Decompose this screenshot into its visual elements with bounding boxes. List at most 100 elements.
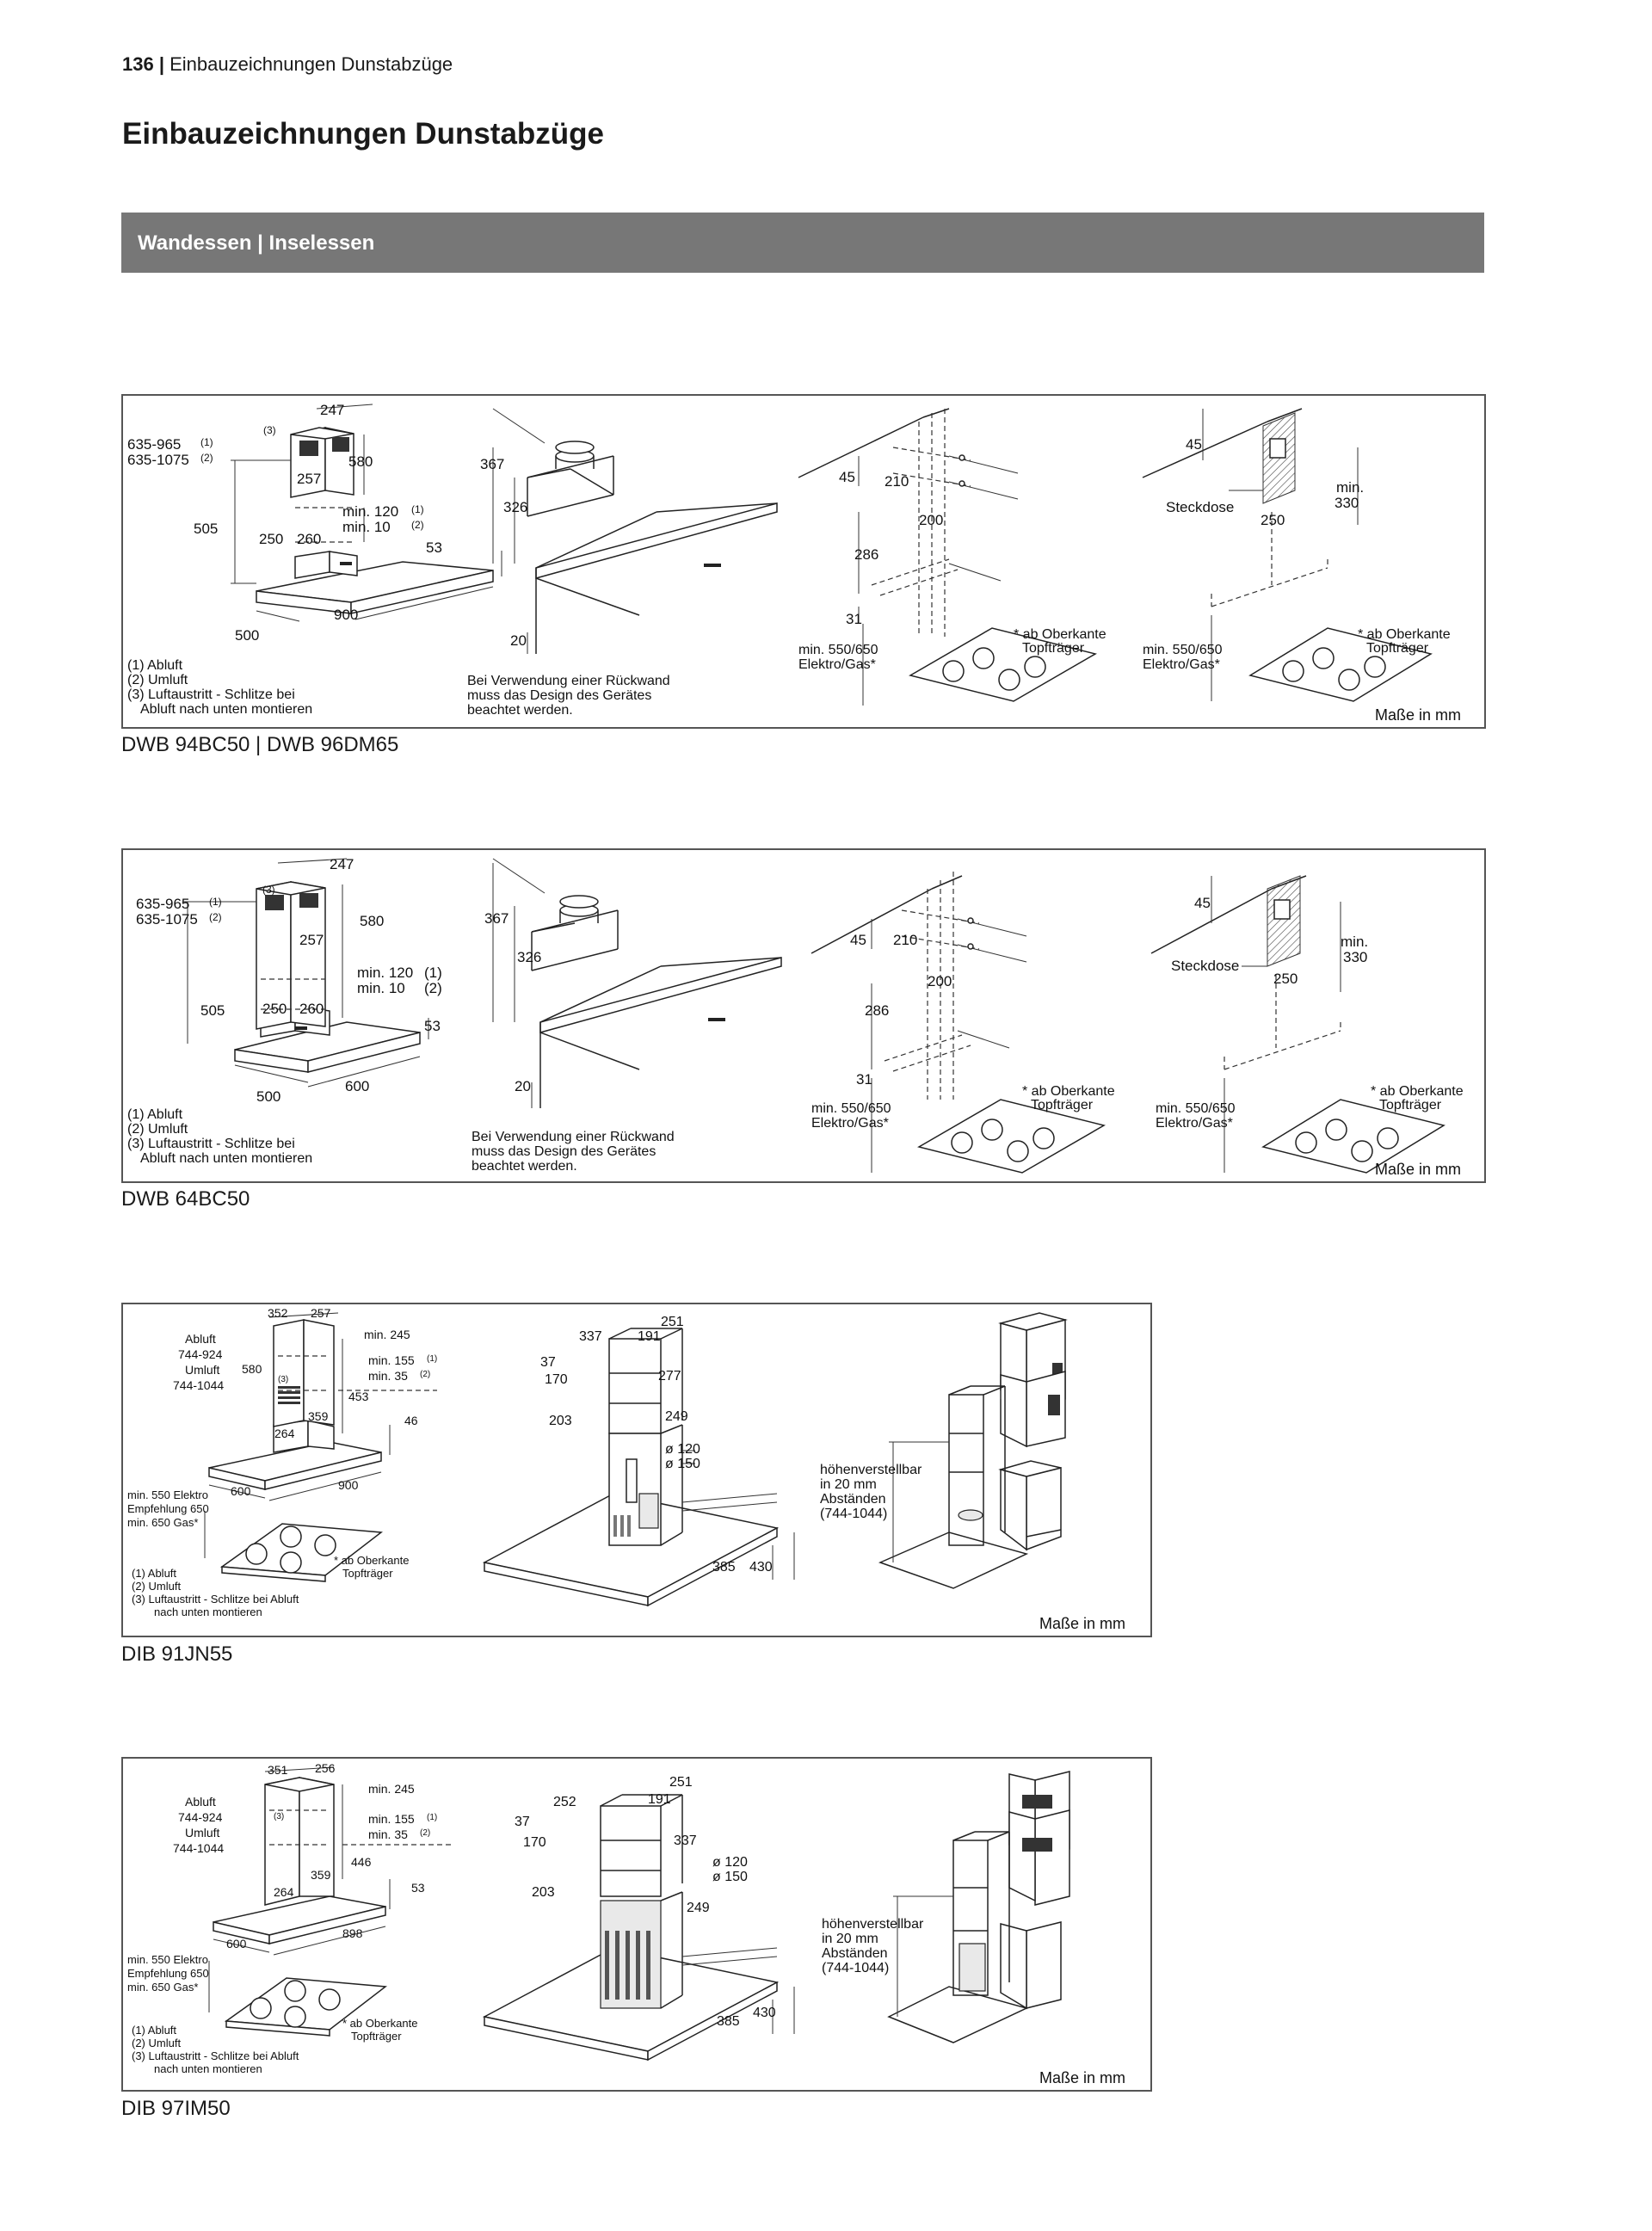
legend-line-4: Abluft nach unten montieren	[140, 702, 312, 717]
page-number: 136	[122, 53, 154, 75]
frame-191: 191	[648, 1792, 671, 1807]
umluft-range: 744-1044	[173, 1378, 224, 1392]
adjust-2: in 20 mm	[822, 1932, 878, 1946]
dim-sup-1: (1)	[200, 436, 213, 448]
side-note-1: Bei Verwendung einer Rückwand	[467, 674, 670, 688]
dim-vent-b: 260	[299, 1001, 324, 1017]
side-h1: 367	[480, 456, 504, 472]
cooktop-1: min. 550 Elektro	[127, 1953, 208, 1966]
frame-251: 251	[661, 1315, 684, 1329]
abluft-range: 744-924	[178, 1347, 223, 1361]
legend-line-3: (3) Luftaustritt - Schlitze bei Abluft	[132, 1593, 299, 1605]
cooktop-3: min. 650 Gas*	[127, 1981, 198, 1994]
legend-line-1: (1) Abluft	[127, 1107, 183, 1122]
dim-chimney-depth: 257	[297, 471, 321, 487]
frame-251: 251	[669, 1775, 693, 1790]
section-title: Wandessen | Inselessen	[138, 231, 375, 255]
mount-d210: 210	[893, 932, 917, 948]
frame-170: 170	[545, 1372, 568, 1387]
drawing-island-hood-97: 351 256 Abluft 744-924 Umluft 744-1044 (…	[121, 1757, 1152, 2092]
dim-depth: 500	[256, 1088, 280, 1105]
legend-line-1: (1) Abluft	[127, 658, 183, 673]
side-note-2: muss das Design des Gerätes	[472, 1144, 656, 1159]
socket-view	[1142, 408, 1433, 702]
dim-min155: min. 155	[368, 1812, 415, 1826]
side-note-1: Bei Verwendung einer Rückwand	[472, 1130, 675, 1144]
dim-chimney-height: 580	[242, 1362, 262, 1376]
abluft-label: Abluft	[185, 1795, 216, 1809]
legend-line-1: (1) Abluft	[132, 2024, 176, 2037]
note-1: * ab Oberkante	[334, 1554, 409, 1567]
note-1: * ab Oberkante	[342, 2017, 417, 2030]
frame-385: 385	[717, 2014, 740, 2029]
model-label-3: DIB 91JN55	[121, 1642, 233, 1666]
socket-min-val: 330	[1335, 495, 1359, 511]
island-hood-labels: 351 256 Abluft 744-924 Umluft 744-1044 (…	[127, 1761, 437, 2075]
legend-line-2: (2) Umluft	[132, 1580, 181, 1593]
adjust-3: Abständen	[822, 1946, 888, 1961]
dim-264: 264	[274, 1885, 294, 1899]
umluft-label: Umluft	[185, 1826, 220, 1840]
hood-legend: (1) Abluft (2) Umluft (3) Luftaustritt -…	[127, 658, 312, 717]
drawing-wall-hood-90: 635-965 (1) 635-1075 (2) (3) 247 580 257…	[121, 394, 1486, 729]
dim-min-1-sup: (1)	[424, 965, 442, 981]
label-3: (3)	[262, 884, 275, 896]
side-h3: 20	[510, 632, 527, 649]
hood-legend: (1) Abluft (2) Umluft (3) Luftaustritt -…	[127, 1107, 312, 1166]
adjust-2: in 20 mm	[820, 1477, 877, 1492]
umluft-range: 744-1044	[173, 1841, 224, 1855]
hood-perspective-view	[183, 858, 429, 1088]
dim-359: 359	[308, 1409, 329, 1423]
frame-170: 170	[523, 1835, 546, 1850]
island-hood-view	[208, 1766, 454, 2037]
mount-d31: 31	[856, 1071, 872, 1088]
frame-150: ø 150	[665, 1457, 700, 1471]
dim-min-2-sup: (2)	[411, 519, 424, 531]
side-view-labels: 367 326 20 Bei Verwendung einer Rückwand…	[472, 910, 675, 1174]
section-bar: Wandessen | Inselessen	[121, 213, 1484, 273]
mount-note-2: Topfträger	[1022, 641, 1085, 656]
dim-top-b: 257	[311, 1306, 331, 1320]
dim-sup-2: (2)	[209, 911, 222, 923]
socket-note-1: * ab Oberkante	[1371, 1084, 1464, 1099]
mount-fuel: Elektro/Gas*	[811, 1116, 889, 1131]
dim-width: 898	[342, 1926, 363, 1940]
label-3: (3)	[263, 424, 276, 436]
model-label-1: DWB 94BC50 | DWB 96DM65	[121, 733, 399, 756]
mount-note-2: Topfträger	[1031, 1098, 1094, 1112]
legend-line-4: nach unten montieren	[154, 2062, 262, 2075]
legend-line-2: (2) Umluft	[127, 673, 188, 687]
dim-height-range-1: 635-965	[127, 436, 181, 453]
socket-d250: 250	[1273, 971, 1298, 987]
socket-fuel: Elektro/Gas*	[1143, 657, 1220, 672]
mount-d200: 200	[919, 512, 943, 528]
dim-sup-2: (2)	[420, 1828, 430, 1838]
dim-min-1: min. 120	[342, 503, 398, 520]
socket-note-2: Topfträger	[1379, 1098, 1442, 1112]
mount-fuel: Elektro/Gas*	[798, 657, 876, 672]
note-2: Topfträger	[342, 1567, 393, 1580]
mount-d200: 200	[928, 973, 952, 989]
hood-perspective-view	[231, 404, 502, 622]
dim-min-2: min. 10	[342, 519, 391, 535]
adjust-1: höhenverstellbar	[820, 1463, 922, 1477]
dim-264: 264	[274, 1427, 295, 1440]
side-h2: 326	[503, 499, 527, 515]
mounting-frame-labels: 251 337 191 37 170 277 203 249 ø 120 ø 1…	[540, 1315, 773, 1575]
socket-min-val: 330	[1343, 949, 1367, 965]
side-note-3: beachtet werden.	[472, 1159, 577, 1174]
legend-line-3: (3) Luftaustritt - Schlitze bei	[127, 1137, 295, 1151]
dim-depth: 500	[235, 627, 259, 644]
dim-sup-1: (1)	[209, 896, 222, 908]
dim-446: 446	[351, 1855, 372, 1869]
legend-line-1: (1) Abluft	[132, 1567, 176, 1580]
mounting-frame-labels: 251 252 191 37 170 337 203 249 ø 120 ø 1…	[515, 1775, 776, 2029]
adjustable-frame-view	[887, 1771, 1070, 2043]
socket-d45: 45	[1194, 895, 1211, 911]
socket-label: Steckdose	[1171, 958, 1239, 974]
mount-note-1: * ab Oberkante	[1022, 1084, 1115, 1099]
frame-277: 277	[658, 1369, 681, 1384]
side-view	[492, 408, 778, 654]
socket-note-2: Topfträger	[1366, 641, 1429, 656]
model-label-4: DIB 97IM50	[121, 2097, 231, 2120]
